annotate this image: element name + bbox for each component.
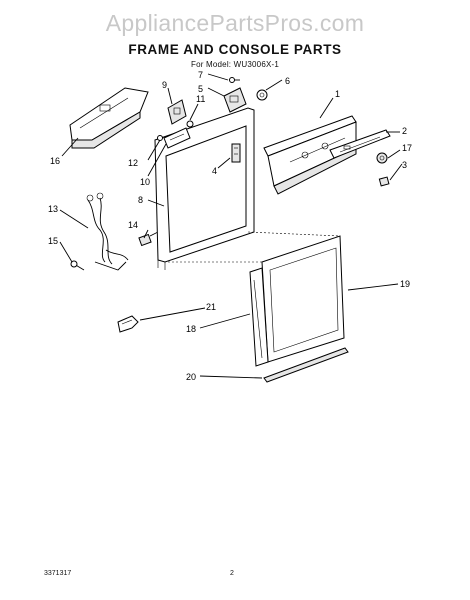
callout-3: 3 (402, 160, 407, 170)
part-16-bracket[interactable] (69, 87, 149, 149)
part-4-latch[interactable] (231, 143, 241, 163)
part-18-inner-panel[interactable] (249, 267, 269, 367)
page-title: FRAME AND CONSOLE PARTS (128, 42, 342, 57)
callout-20: 20 (186, 372, 196, 382)
callout-13: 13 (48, 204, 58, 214)
callout-19: 19 (400, 279, 410, 289)
callout-7: 7 (198, 70, 203, 80)
watermark: AppliancePartsPros.com (105, 10, 365, 36)
callout-1: 1 (335, 89, 340, 99)
part-6-knob[interactable] (256, 89, 268, 101)
callout-4: 4 (212, 166, 217, 176)
callout-9: 9 (162, 80, 167, 90)
callout-11: 11 (196, 94, 205, 104)
callout-16: 16 (50, 156, 60, 166)
part-19-outer-panel[interactable] (261, 235, 345, 363)
callout-6: 6 (285, 76, 290, 86)
part-14-switch[interactable] (138, 231, 159, 247)
part-20-trim[interactable] (263, 347, 349, 383)
callout-15: 15 (48, 236, 58, 246)
part-3-knob[interactable] (378, 176, 390, 187)
document-code: 3371317 (44, 570, 72, 577)
part-12-screw[interactable] (157, 135, 163, 141)
callout-14: 14 (128, 220, 138, 230)
callout-5: 5 (198, 84, 203, 94)
callout-10: 10 (140, 177, 150, 187)
part-2-overlay[interactable] (329, 129, 391, 159)
callout-2: 2 (402, 126, 407, 136)
part-13-wire-harness[interactable] (86, 192, 129, 271)
part-8-frame[interactable] (154, 107, 255, 270)
part-1-console[interactable] (263, 115, 357, 195)
part-5-lock-assembly[interactable] (223, 87, 247, 113)
page-number: 2 (230, 570, 234, 577)
callout-8: 8 (138, 195, 143, 205)
part-7-screw[interactable] (229, 77, 241, 83)
part-10-bracket[interactable] (163, 127, 191, 149)
callout-12: 12 (128, 158, 138, 168)
callout-21: 21 (206, 302, 216, 312)
callout-17: 17 (402, 143, 412, 153)
part-17-knob[interactable] (376, 152, 388, 164)
callout-18: 18 (186, 324, 196, 334)
part-9-hinge[interactable] (167, 99, 187, 125)
part-21-clip[interactable] (117, 315, 139, 333)
model-subtitle: For Model: WU3006X-1 (190, 60, 280, 69)
part-11-screw[interactable] (186, 120, 194, 128)
part-15-screw[interactable] (70, 260, 85, 271)
